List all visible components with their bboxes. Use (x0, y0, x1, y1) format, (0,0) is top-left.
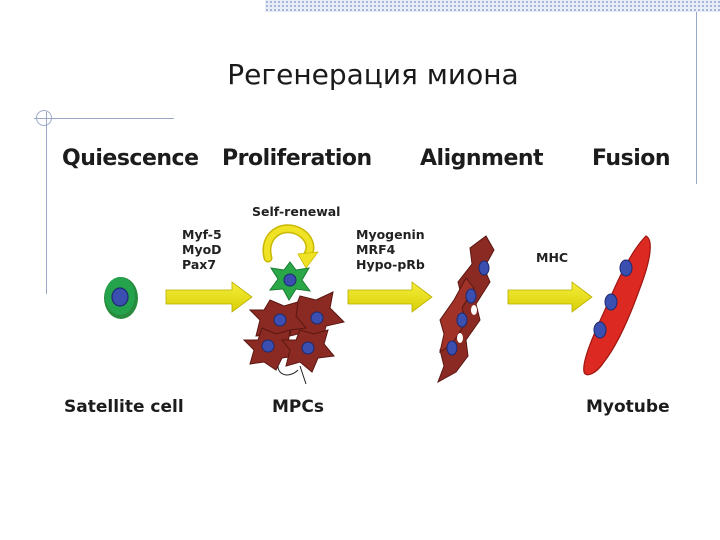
cell-label-myotube: Myotube (586, 397, 670, 417)
stage-heading-fusion: Fusion (592, 146, 670, 171)
decorative-rule-right (696, 12, 697, 184)
stage-heading-quiescence: Quiescence (62, 146, 199, 171)
marker-label: Myf-5 (182, 227, 222, 242)
marker-label: Myogenin (356, 227, 425, 242)
marker-label: MyoD (182, 242, 222, 257)
mpc-cluster (242, 291, 345, 385)
cell-label-mpcs: MPCs (272, 397, 324, 417)
decorative-rule-left (46, 112, 47, 294)
cell-label-satellite-cell: Satellite cell (64, 397, 184, 417)
myotube (583, 235, 651, 376)
stage-heading-proliferation: Proliferation (222, 146, 372, 171)
marker-label: MHC (536, 250, 568, 265)
decorative-ring (36, 110, 52, 126)
transition-arrow-2 (347, 281, 433, 313)
self-renewal-label: Self-renewal (252, 204, 340, 219)
slide-title: Регенерация миона (227, 58, 519, 91)
aligned-myoblasts (437, 235, 495, 384)
transition-arrow-1 (165, 281, 253, 313)
nucleus (283, 273, 297, 287)
marker-label: MRF4 (356, 242, 396, 257)
header-pattern-band (265, 0, 720, 12)
satellite-cell (104, 277, 138, 319)
self-renewal-arrow-icon (262, 224, 319, 269)
nucleus (111, 287, 129, 307)
marker-label: Hypo-pRb (356, 257, 425, 272)
decorative-rule-horizontal (34, 118, 174, 119)
marker-label: Pax7 (182, 257, 216, 272)
self-renewing-cell (268, 261, 312, 301)
stage-heading-alignment: Alignment (420, 146, 544, 171)
transition-arrow-3 (507, 281, 593, 313)
